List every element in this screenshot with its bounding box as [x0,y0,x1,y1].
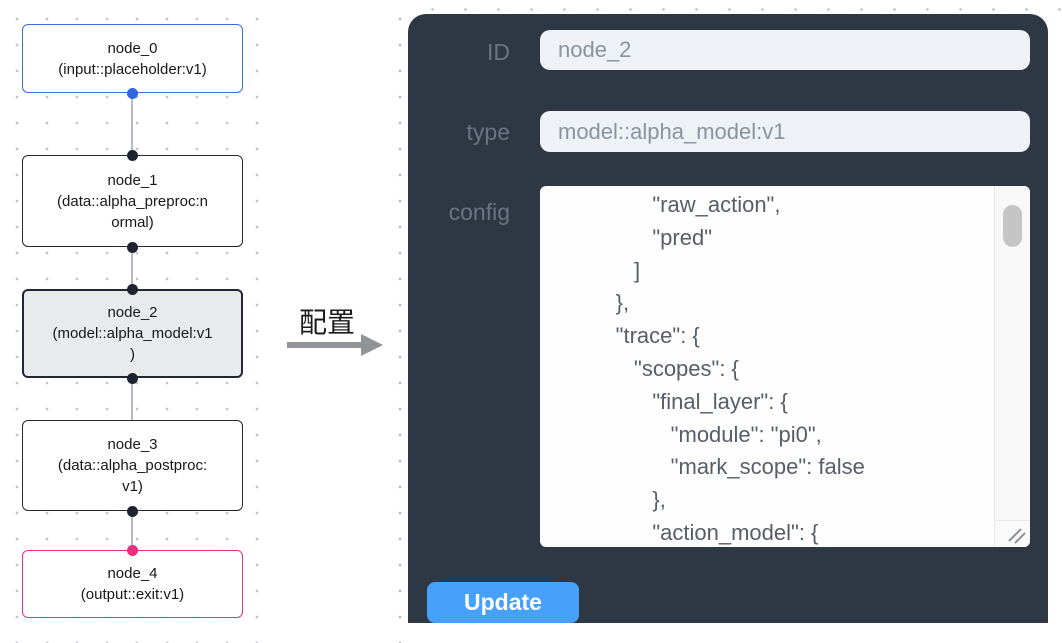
config-panel: ID type config "raw_action", "pred" ] },… [408,14,1048,623]
node-postproc[interactable]: node_3 (data::alpha_postproc: v1) [22,420,243,511]
node-title: node_2 [107,304,158,321]
resize-handle[interactable] [994,520,1030,547]
node-type-line: (output::exit:v1) [80,586,185,603]
node-type-line: (data::alpha_preproc:n [57,192,208,210]
panel-side-dot-column [394,0,404,643]
scrollbar-thumb[interactable] [1003,205,1022,247]
node-type-line: (model::alpha_model:v1 [52,325,213,342]
id-input[interactable] [540,30,1030,70]
config-textarea[interactable]: "raw_action", "pred" ] }, "trace": { "sc… [540,186,1030,547]
node-title: node_0 [107,39,158,57]
node-type-line: (input::placeholder:v1) [58,60,207,78]
port-out-node0[interactable] [127,88,138,99]
port-in-node4[interactable] [127,545,138,556]
panel-top-dot-row [410,0,1062,11]
right-arrow-icon [287,334,383,356]
scrollbar-track[interactable] [994,186,1030,520]
edge-node3-node4[interactable] [131,511,133,550]
flow-canvas: node_0 (input::placeholder:v1) node_1 (d… [0,0,280,643]
update-button[interactable]: Update [427,582,579,623]
configure-label: 配置 [299,307,356,338]
node-model-selected[interactable]: node_2 (model::alpha_model:v1 ) [22,289,243,378]
port-in-node1[interactable] [127,150,138,161]
node-type-line: v1) [122,478,143,495]
node-type-line: ) [130,346,135,363]
node-type-line: (data::alpha_postproc: [57,457,208,474]
port-in-node2[interactable] [127,284,138,295]
node-type-line: ormal) [111,213,154,231]
port-out-node2[interactable] [127,373,138,384]
edge-node1-node2[interactable] [131,247,133,289]
node-title: node_3 [107,436,158,453]
port-out-node1[interactable] [127,242,138,253]
id-label: ID [487,39,510,65]
edge-node0-node1[interactable] [131,93,133,155]
type-label: type [466,119,510,145]
node-preproc[interactable]: node_1 (data::alpha_preproc:n ormal) [22,155,243,247]
node-title: node_4 [107,565,158,582]
node-output[interactable]: node_4 (output::exit:v1) [22,550,243,618]
node-title: node_1 [107,171,158,189]
port-out-node3[interactable] [127,506,138,517]
node-input[interactable]: node_0 (input::placeholder:v1) [22,24,243,93]
type-input[interactable] [540,111,1030,152]
config-json-text: "raw_action", "pred" ] }, "trace": { "sc… [615,192,865,545]
edge-node2-node3[interactable] [131,378,133,420]
config-label: config [448,199,510,225]
resize-grip-icon [1008,528,1026,544]
